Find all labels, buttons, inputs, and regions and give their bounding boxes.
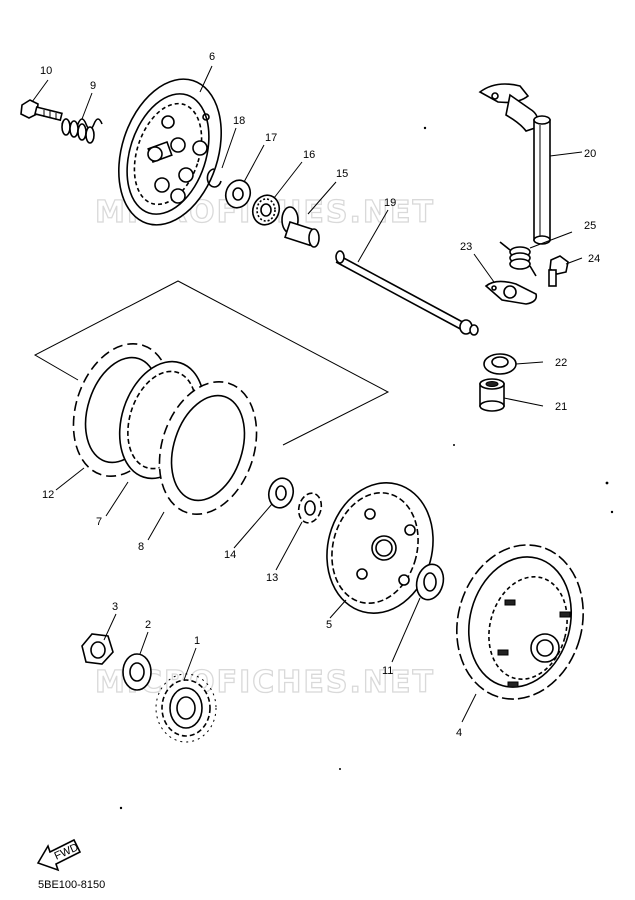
label-17: 17: [265, 132, 277, 144]
label-24: 24: [588, 253, 600, 265]
part-18-circlip: [206, 168, 222, 188]
label-10: 10: [40, 65, 52, 77]
part-19-push-rod: [335, 250, 479, 336]
part-23-lever: [484, 280, 538, 305]
part-13-lock-washer: [297, 492, 323, 524]
part-11-thrust-washer: [415, 563, 445, 601]
label-25: 25: [584, 220, 596, 232]
label-11: 11: [382, 665, 393, 677]
label-13: 13: [266, 572, 278, 584]
label-20: 20: [584, 148, 596, 160]
part-5-clutch-boss: [326, 482, 434, 614]
label-2: 2: [145, 619, 151, 631]
part-8-friction-plate: [158, 380, 258, 516]
label-16: 16: [303, 149, 315, 161]
part-25-torsion-spring: [499, 241, 537, 277]
label-5: 5: [326, 619, 332, 631]
part-9-spring: [61, 118, 103, 144]
callout-labels: 10 9 6 18 17 16 15 19 20 25 24 23 22 21 …: [40, 51, 600, 739]
label-8: 8: [138, 541, 144, 553]
part-4-clutch-housing: [456, 544, 584, 700]
part-20-push-lever-shaft: [478, 83, 551, 245]
part-15-push-piece: [281, 206, 320, 248]
leader-lines: [31, 65, 583, 723]
part-2-washer: [122, 653, 152, 691]
part-10-bolt: [20, 99, 63, 122]
label-9: 9: [90, 80, 96, 92]
label-22: 22: [555, 357, 567, 369]
label-18: 18: [233, 115, 245, 127]
label-7: 7: [96, 516, 102, 528]
label-4: 4: [456, 727, 462, 739]
scan-specks: [119, 126, 614, 810]
label-1: 1: [194, 635, 200, 647]
fwd-arrow-icon: FWD: [36, 838, 82, 872]
label-15: 15: [336, 168, 348, 180]
plate-group-outline: [33, 280, 390, 446]
part-24-bolt: [548, 255, 569, 287]
drawing-code: 5BE100-8150: [38, 879, 105, 891]
part-21-bush: [479, 378, 505, 412]
part-3-nut: [81, 633, 114, 665]
part-22-oil-seal: [483, 353, 517, 375]
label-23: 23: [460, 241, 472, 253]
label-14: 14: [224, 549, 236, 561]
label-3: 3: [112, 601, 118, 613]
part-1-gear: [155, 673, 217, 743]
part-17-washer: [224, 179, 252, 209]
part-6-pressure-plate: [118, 78, 222, 226]
part-14-washer: [267, 477, 295, 509]
label-19: 19: [384, 197, 396, 209]
label-21: 21: [555, 401, 567, 413]
label-12: 12: [42, 489, 54, 501]
part-16-bearing: [251, 194, 281, 226]
label-6: 6: [209, 51, 215, 63]
